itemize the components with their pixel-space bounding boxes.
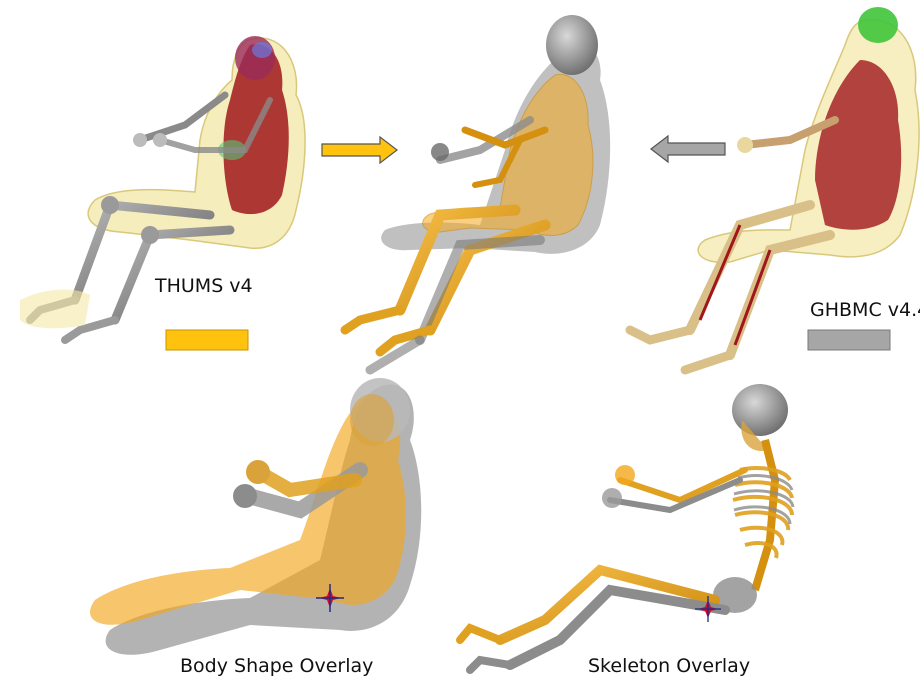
thums-ghbmc-overlay-render bbox=[345, 15, 610, 370]
arrow-left-icon bbox=[651, 136, 725, 162]
arrow-right-icon bbox=[322, 137, 397, 163]
skeleton-overlay-render bbox=[460, 384, 793, 670]
body-shape-overlay-render bbox=[90, 378, 421, 655]
ghbmc-color-swatch bbox=[808, 330, 890, 350]
skeleton-overlay-label: Skeleton Overlay bbox=[588, 655, 750, 677]
body-shape-overlay-label: Body Shape Overlay bbox=[180, 655, 373, 677]
thums-v4-label: THUMS v4 bbox=[154, 275, 253, 297]
thums-color-swatch bbox=[166, 330, 248, 350]
ghbmc-v4-4-label: GHBMC v4.4 bbox=[810, 299, 920, 321]
